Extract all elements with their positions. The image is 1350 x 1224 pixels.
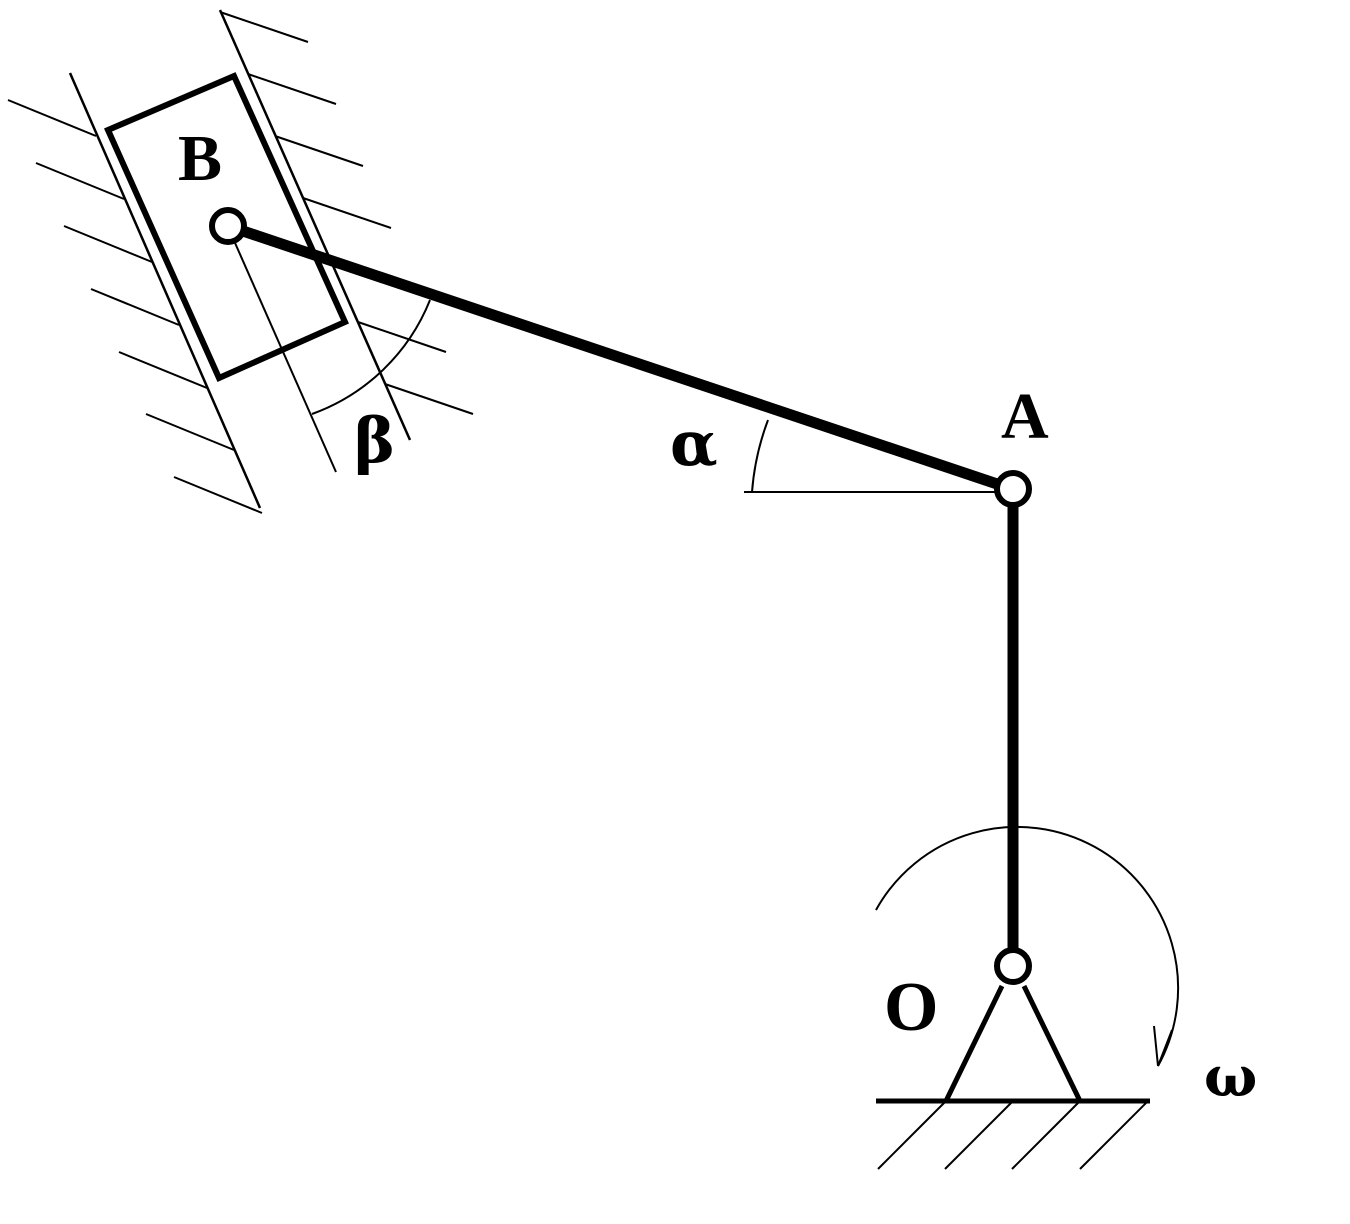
slider-axis-line — [227, 226, 337, 473]
label-o: O — [884, 969, 938, 1046]
guide-rail-right — [218, 9, 412, 441]
fixed-support — [876, 984, 1150, 1170]
ground-hatching — [877, 1100, 1149, 1170]
label-omega: ω — [1204, 1044, 1257, 1110]
alpha-angle-arc — [751, 419, 769, 493]
label-beta: β — [354, 404, 395, 477]
label-a: A — [1001, 380, 1049, 453]
support-left-leg — [943, 984, 1005, 1103]
joint-o — [994, 947, 1032, 985]
joint-a — [994, 470, 1032, 508]
slider-block — [104, 72, 349, 382]
connecting-rod-ab — [222, 220, 1018, 495]
joint-b — [209, 207, 247, 245]
guide-rail-left — [68, 72, 262, 509]
guide-hatching-right — [219, 11, 474, 415]
omega-rotation-arrow — [875, 825, 1180, 1067]
label-b: B — [178, 122, 222, 195]
label-alpha: α — [670, 407, 718, 480]
support-right-leg — [1021, 984, 1083, 1103]
guide-hatching-left — [7, 99, 263, 514]
beta-angle-arc — [311, 299, 431, 415]
